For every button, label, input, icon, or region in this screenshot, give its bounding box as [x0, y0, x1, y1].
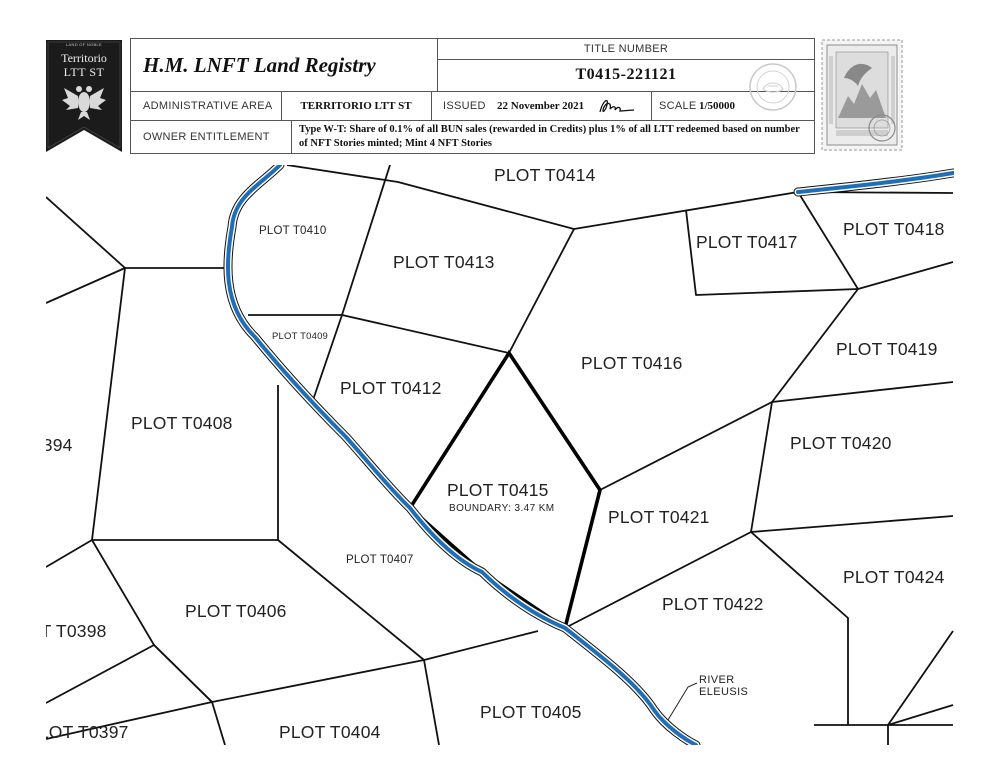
admin-area-value: TERRITORIO LTT ST: [300, 99, 412, 112]
territory-banner: LAND OF NOBLE Territorio LTT ST: [46, 40, 122, 152]
plot-label-t0397: PLOT T0397: [46, 722, 129, 742]
plot-label-t0394: PLOT T0394: [46, 435, 73, 455]
banner-line-1: Territorio: [61, 51, 107, 65]
river-label-leader: [667, 682, 698, 721]
title-number-label: TITLE NUMBER: [583, 43, 669, 55]
plot-label-t0421: PLOT T0421: [608, 507, 710, 527]
plot-label-t0414: PLOT T0414: [494, 165, 596, 185]
plot-label-t0408: PLOT T0408: [131, 413, 233, 433]
issued-date: 22 November 2021: [497, 99, 585, 112]
map-lines: [46, 165, 954, 745]
title-number: T0415-221121: [575, 66, 677, 83]
plot-label-t0420: PLOT T0420: [790, 433, 892, 453]
plot-label-t0415: PLOT T0415: [447, 480, 549, 500]
plot-label-t0419: PLOT T0419: [836, 339, 938, 359]
plot-t0415-boundary: [407, 349, 602, 631]
cadastral-map: PLOT T0414 PLOT T0410 PLOT T0413 PLOT T0…: [46, 165, 954, 745]
plot-label-t0416: PLOT T0416: [581, 353, 683, 373]
scale-label: SCALE: [659, 99, 697, 112]
owner-entitlement-text: Type W-T: Share of 0.1% of all BUN sales…: [299, 124, 800, 149]
plot-t0415-boundary-length: BOUNDARY: 3.47 KM: [449, 503, 555, 514]
owner-entitlement-label: OWNER ENTITLEMENT: [143, 131, 270, 143]
plot-label-t0410: PLOT T0410: [259, 225, 327, 237]
banner-line-2: LTT ST: [63, 65, 105, 79]
plot-label-t0413: PLOT T0413: [393, 252, 495, 272]
plot-label-t0409: PLOT T0409: [272, 331, 329, 342]
scale-value: 1/50000: [699, 99, 736, 112]
plot-label-t0422: PLOT T0422: [662, 594, 764, 614]
river-eleusis: [223, 165, 954, 745]
signature-icon: [599, 99, 635, 113]
plot-label-t0418: PLOT T0418: [843, 219, 945, 239]
admin-area-label: ADMINISTRATIVE AREA: [143, 99, 273, 112]
plot-label-t0405: PLOT T0405: [480, 702, 582, 722]
plot-boundaries: [46, 165, 954, 745]
plot-label-t0412: PLOT T0412: [340, 378, 442, 398]
double-headed-eagle-icon: [62, 86, 106, 120]
plot-label-t0407: PLOT T0407: [346, 554, 414, 566]
registry-title: H.M. LNFT Land Registry: [143, 52, 376, 77]
issued-label: ISSUED: [443, 99, 486, 112]
postage-stamp-icon: [821, 39, 903, 151]
banner-small-text: LAND OF NOBLE: [66, 42, 102, 47]
river-label-line-2: ELEUSIS: [699, 686, 749, 698]
plot-label-t0398: PLOT T0398: [46, 621, 107, 641]
plot-label-t0406: PLOT T0406: [185, 601, 287, 621]
registry-header-table: H.M. LNFT Land Registry TITLE NUMBER T04…: [130, 38, 815, 154]
plot-label-t0404: PLOT T0404: [279, 722, 381, 742]
plot-label-t0424: PLOT T0424: [843, 567, 945, 587]
plot-label-t0417: PLOT T0417: [696, 232, 798, 252]
registry-seal-icon: [749, 63, 797, 111]
river-label-line-1: RIVER: [699, 674, 735, 686]
